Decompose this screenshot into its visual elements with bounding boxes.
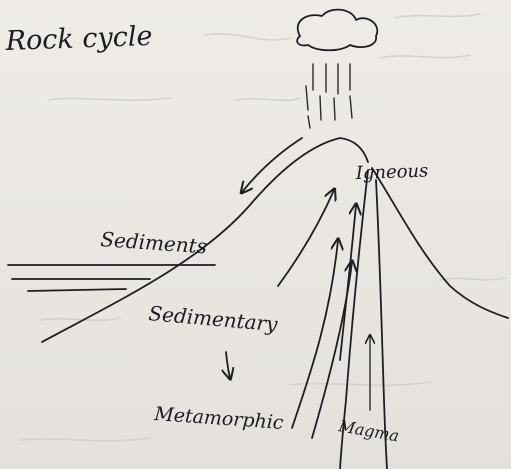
diagram-title: Rock cycle — [4, 21, 153, 57]
erosion-arrow — [242, 138, 302, 192]
metamorphic-label: Metamorphic — [153, 403, 285, 434]
volcano-right-slope — [372, 168, 508, 318]
cloud-icon — [297, 10, 377, 51]
sedimentary-to-metamorphic-arrow — [226, 352, 230, 378]
sediment-layers — [8, 265, 215, 291]
sediments-label: Sediments — [100, 227, 208, 258]
rain-icon — [306, 64, 352, 128]
sedimentary-label: Sedimentary — [148, 301, 280, 336]
igneous-label: Igneous — [354, 160, 428, 184]
bleed-through-marks — [20, 14, 505, 441]
magma-label: Magma — [336, 416, 400, 445]
magma-rise-arrows — [278, 190, 370, 438]
